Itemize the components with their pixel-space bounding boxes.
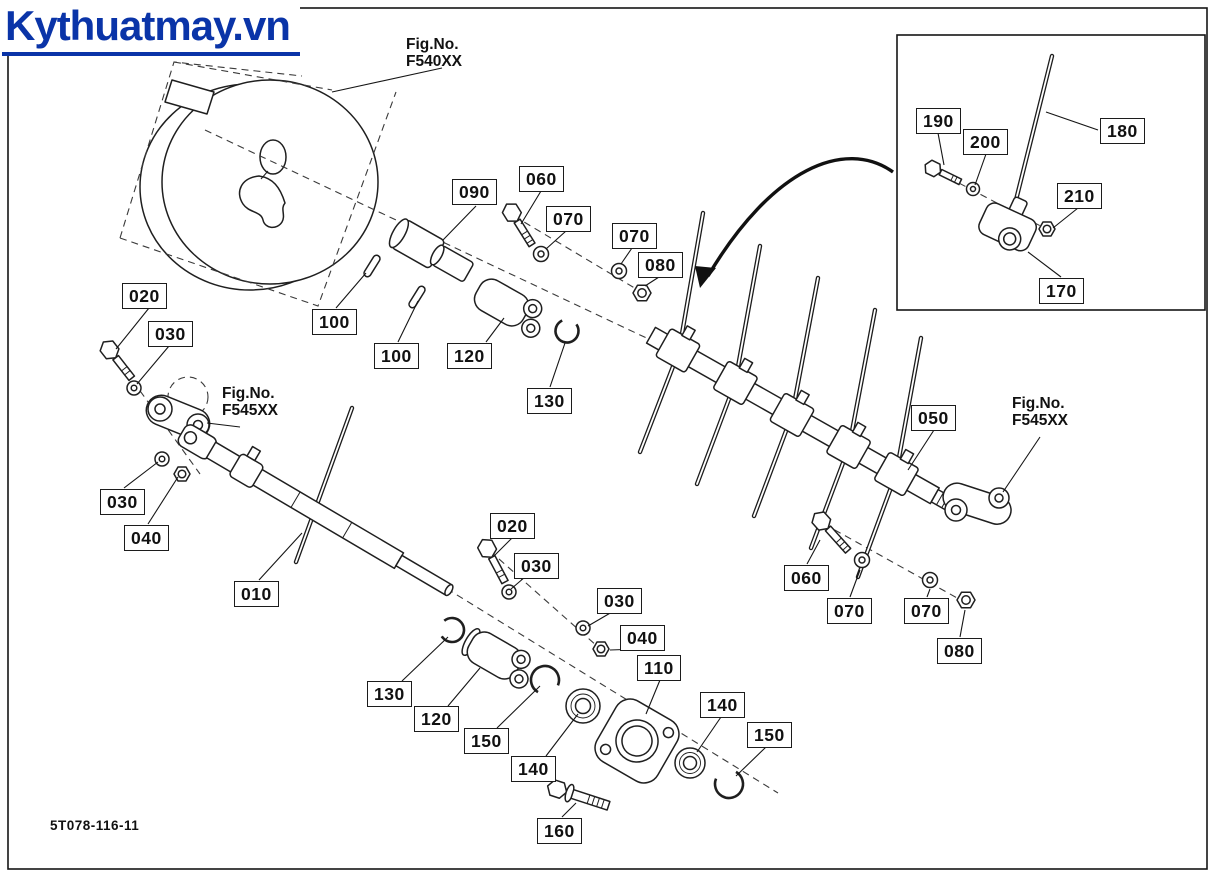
part-label-180: 180 <box>1100 118 1145 144</box>
washer-070-d <box>921 571 939 589</box>
reference-arrow <box>706 157 894 277</box>
circlip-130-upper <box>554 318 580 344</box>
fig-ref-code: F540XX <box>406 53 463 70</box>
bolt-060-upper <box>501 203 536 248</box>
nut-210 <box>1038 221 1056 237</box>
fig-ref-code: F545XX <box>1012 412 1069 429</box>
part-label-030-b: 030 <box>100 489 145 515</box>
fig-ref-label: Fig.No. <box>406 36 459 53</box>
part-label-040-b: 040 <box>620 625 665 651</box>
drawing-number: 5T078-116-11 <box>50 818 140 833</box>
part-label-160: 160 <box>537 818 582 844</box>
washer-070-b <box>610 262 628 280</box>
tine-holder-170 <box>978 196 1038 252</box>
part-label-140-b: 140 <box>511 756 556 782</box>
bolt-020-mid <box>476 538 509 585</box>
washer-070-c <box>853 551 871 569</box>
nut-080-right <box>956 591 976 609</box>
page-border <box>7 7 1208 870</box>
part-label-120-a: 120 <box>447 343 492 369</box>
housing-construction-lines <box>119 61 397 307</box>
part-label-030-d: 030 <box>597 588 642 614</box>
part-label-020-a: 020 <box>122 283 167 309</box>
fig-ref-f545xx-left: Fig.No. F545XX <box>222 385 278 419</box>
coupler-090 <box>388 218 474 282</box>
part-label-030-a: 030 <box>148 321 193 347</box>
part-label-020-b: 020 <box>490 513 535 539</box>
part-label-130-b: 130 <box>367 681 412 707</box>
site-watermark: Kythuatmay.vn <box>2 0 300 56</box>
part-label-110: 110 <box>637 655 681 681</box>
snap-ring-150-a <box>529 664 561 696</box>
part-label-070-b: 070 <box>612 223 657 249</box>
part-label-120-b: 120 <box>414 706 459 732</box>
part-label-100-b: 100 <box>374 343 419 369</box>
pto-shaft-010 <box>177 424 454 597</box>
part-label-140-a: 140 <box>700 692 745 718</box>
part-label-070-a: 070 <box>546 206 591 232</box>
part-label-030-c: 030 <box>514 553 559 579</box>
tine-shaft-assembly <box>645 325 962 516</box>
part-label-090: 090 <box>452 179 497 205</box>
washer-200 <box>965 181 981 197</box>
part-label-150-a: 150 <box>464 728 509 754</box>
part-label-070-d: 070 <box>904 598 949 624</box>
part-label-060-a: 060 <box>519 166 564 192</box>
part-label-170: 170 <box>1039 278 1084 304</box>
roll-pin-100-a <box>363 254 381 278</box>
washer-030-b <box>154 451 170 467</box>
tine-rods <box>293 210 924 580</box>
part-label-130-a: 130 <box>527 388 572 414</box>
snap-ring-150-b <box>713 768 745 800</box>
part-label-060-b: 060 <box>784 565 829 591</box>
fig-ref-f545xx-right: Fig.No. F545XX <box>1012 395 1068 429</box>
yoke-120-upper <box>473 278 543 338</box>
washer-030-c <box>501 584 517 600</box>
part-label-200: 200 <box>963 129 1008 155</box>
part-label-010: 010 <box>234 581 279 607</box>
bolt-160 <box>546 779 611 811</box>
leader-lines <box>115 67 1099 818</box>
washer-030-a <box>126 380 142 396</box>
part-label-210: 210 <box>1057 183 1102 209</box>
nut-040-mid <box>592 641 610 657</box>
bolt-020-left <box>99 340 136 382</box>
inset-detail <box>896 34 1206 311</box>
bearing-140-b <box>674 747 706 779</box>
roll-pin-100-b <box>408 285 426 309</box>
fig-ref-label: Fig.No. <box>1012 395 1065 412</box>
part-label-070-c: 070 <box>827 598 872 624</box>
link-arm-right <box>942 482 1012 525</box>
fig-ref-f540xx: Fig.No. F540XX <box>406 36 462 70</box>
fig-ref-code: F545XX <box>222 402 279 419</box>
part-label-050: 050 <box>911 405 956 431</box>
nut-080-upper <box>632 284 652 302</box>
yoke-120-lower <box>461 627 531 689</box>
bolt-190 <box>924 159 963 186</box>
washer-030-d <box>575 620 591 636</box>
part-label-080-b: 080 <box>937 638 982 664</box>
part-label-040-a: 040 <box>124 525 169 551</box>
washer-070-a <box>532 245 550 263</box>
part-label-100-a: 100 <box>312 309 357 335</box>
part-label-080-a: 080 <box>638 252 683 278</box>
part-label-190: 190 <box>916 108 961 134</box>
bolt-060-right <box>811 511 852 554</box>
part-label-150-b: 150 <box>747 722 792 748</box>
bearing-140-a <box>565 688 601 724</box>
bearing-housing-110 <box>594 698 680 784</box>
fig-ref-label: Fig.No. <box>222 385 275 402</box>
rotor-disc <box>139 79 379 291</box>
reference-arrowhead <box>695 266 716 288</box>
circlip-130-lower <box>438 616 466 644</box>
